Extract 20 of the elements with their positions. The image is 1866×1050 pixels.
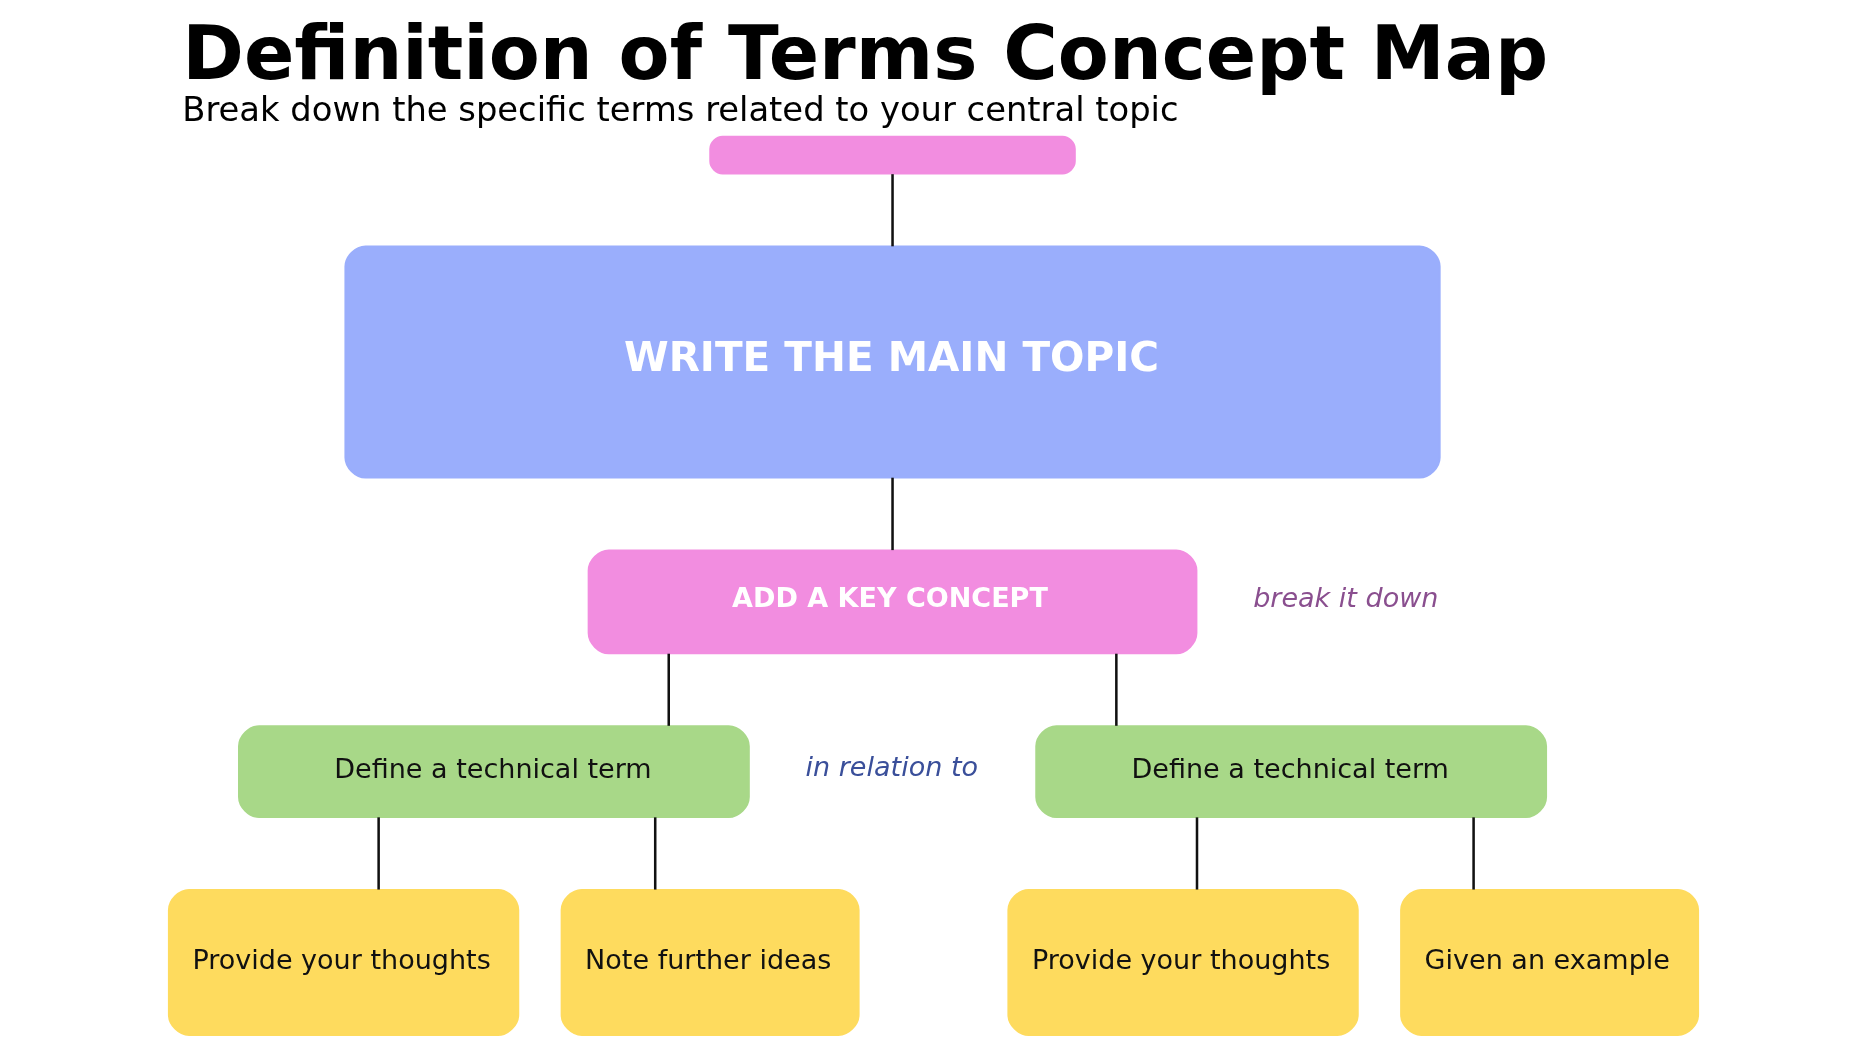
- label: break it down: [1252, 581, 1438, 613]
- node-box: Provide your thoughts: [1006, 889, 1359, 1036]
- node-box: Define a technical term: [1034, 725, 1547, 819]
- node-box: [708, 135, 1076, 175]
- connector: [376, 817, 380, 890]
- connector: [890, 174, 894, 247]
- node-box: Provide your thoughts: [167, 889, 519, 1036]
- node-box: Note further ideas: [560, 889, 860, 1036]
- label: in relation to: [805, 751, 978, 783]
- connector: [1195, 817, 1198, 890]
- node-box: Given an example: [1399, 889, 1699, 1036]
- caption: Break down the specific terms related to your central topic: [181, 90, 1179, 130]
- connector: [1114, 653, 1118, 726]
- connector: [666, 653, 670, 726]
- connector: [653, 817, 656, 890]
- node-box: WRITE THE MAIN TOPIC: [343, 245, 1441, 479]
- node-box: ADD A KEY CONCEPT: [587, 549, 1197, 655]
- connector: [890, 477, 894, 551]
- connector: [1471, 817, 1475, 890]
- node-box: Define a technical term: [237, 725, 750, 819]
